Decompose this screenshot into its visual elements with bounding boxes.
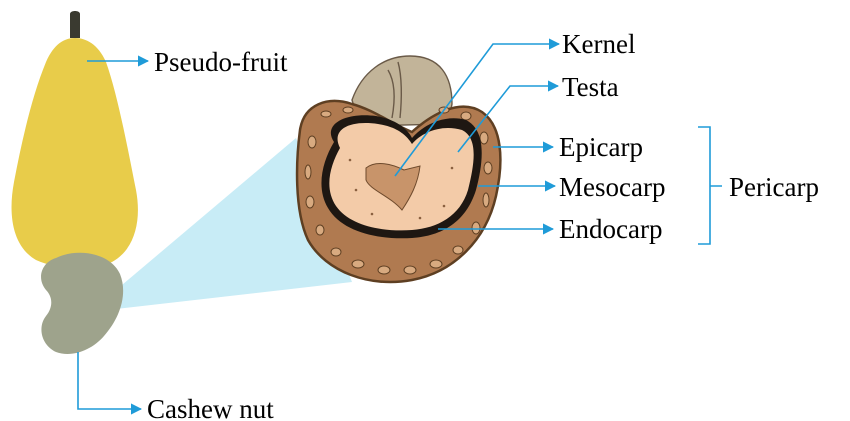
cashew-nut-pointer bbox=[78, 352, 141, 409]
nut-cross-section bbox=[297, 56, 500, 282]
testa-label: Testa bbox=[562, 72, 619, 102]
pericarp-label: Pericarp bbox=[729, 172, 819, 202]
endocarp-label: Endocarp bbox=[559, 214, 662, 244]
cashew-nut-illustration bbox=[41, 253, 123, 354]
epicarp-label: Epicarp bbox=[559, 132, 643, 162]
pseudo-fruit-label: Pseudo-fruit bbox=[154, 47, 288, 77]
kernel-label: Kernel bbox=[562, 29, 635, 59]
cashew-nut-label: Cashew nut bbox=[147, 394, 274, 421]
pericarp-bracket bbox=[698, 127, 722, 244]
mesocarp-label: Mesocarp bbox=[559, 172, 665, 202]
pseudo-fruit-illustration bbox=[12, 11, 138, 268]
